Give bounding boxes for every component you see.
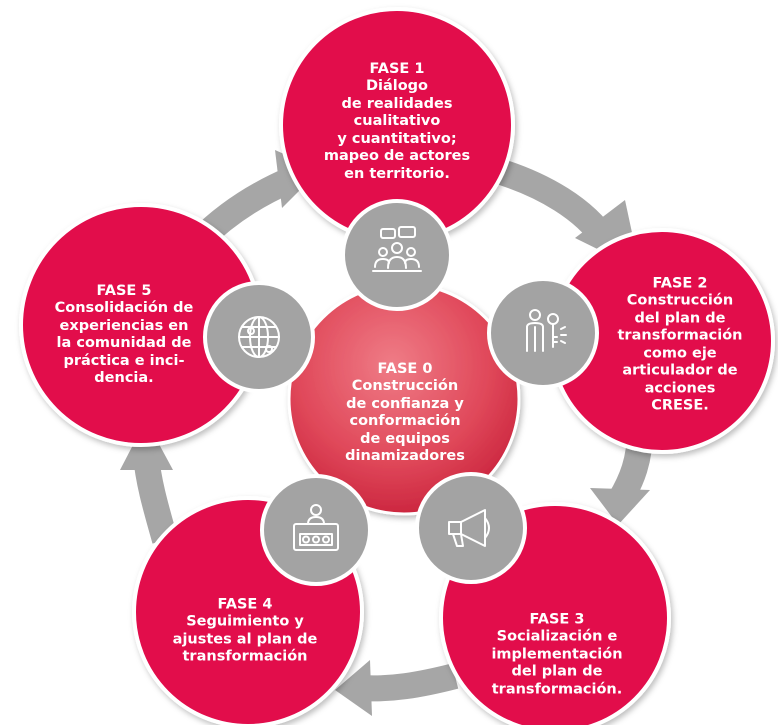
phase-2-title: FASE 2 [652, 274, 708, 291]
phase-3-title: FASE 3 [529, 611, 585, 627]
phase-5-body: Consolidación de experiencias en la comu… [54, 299, 194, 386]
phase-4-body: Seguimiento y ajustes al plan de transfo… [172, 613, 318, 665]
arrowhead-f3 [590, 488, 650, 525]
icon-bg-f4 [260, 474, 372, 586]
person-key-icon [526, 309, 567, 352]
phase-2-body: Construcción del plan de transformación … [617, 292, 743, 414]
phase-1-body: Diálogo de realidades cualitativo y cuan… [323, 78, 471, 182]
globe-target-icon [238, 316, 280, 358]
monitoring-board-icon [293, 504, 339, 551]
icon-bg-f3 [415, 472, 527, 584]
phase-0-title: FASE 0 [377, 360, 433, 377]
phase-4-title: FASE 4 [217, 595, 273, 612]
phase-0-body: Construcción de confianza y conformación… [345, 377, 465, 464]
phase-3-body: Socialización e implementación del plan … [491, 628, 623, 698]
megaphone-icon [448, 509, 490, 547]
icon-bg-f1 [341, 199, 453, 311]
arrow-f3-f4 [359, 663, 459, 702]
phase-1-title: FASE 1 [369, 60, 425, 77]
arrowhead-f4 [335, 660, 372, 716]
dialogue-group-icon [372, 226, 422, 272]
phase-5-title: FASE 5 [96, 282, 152, 299]
